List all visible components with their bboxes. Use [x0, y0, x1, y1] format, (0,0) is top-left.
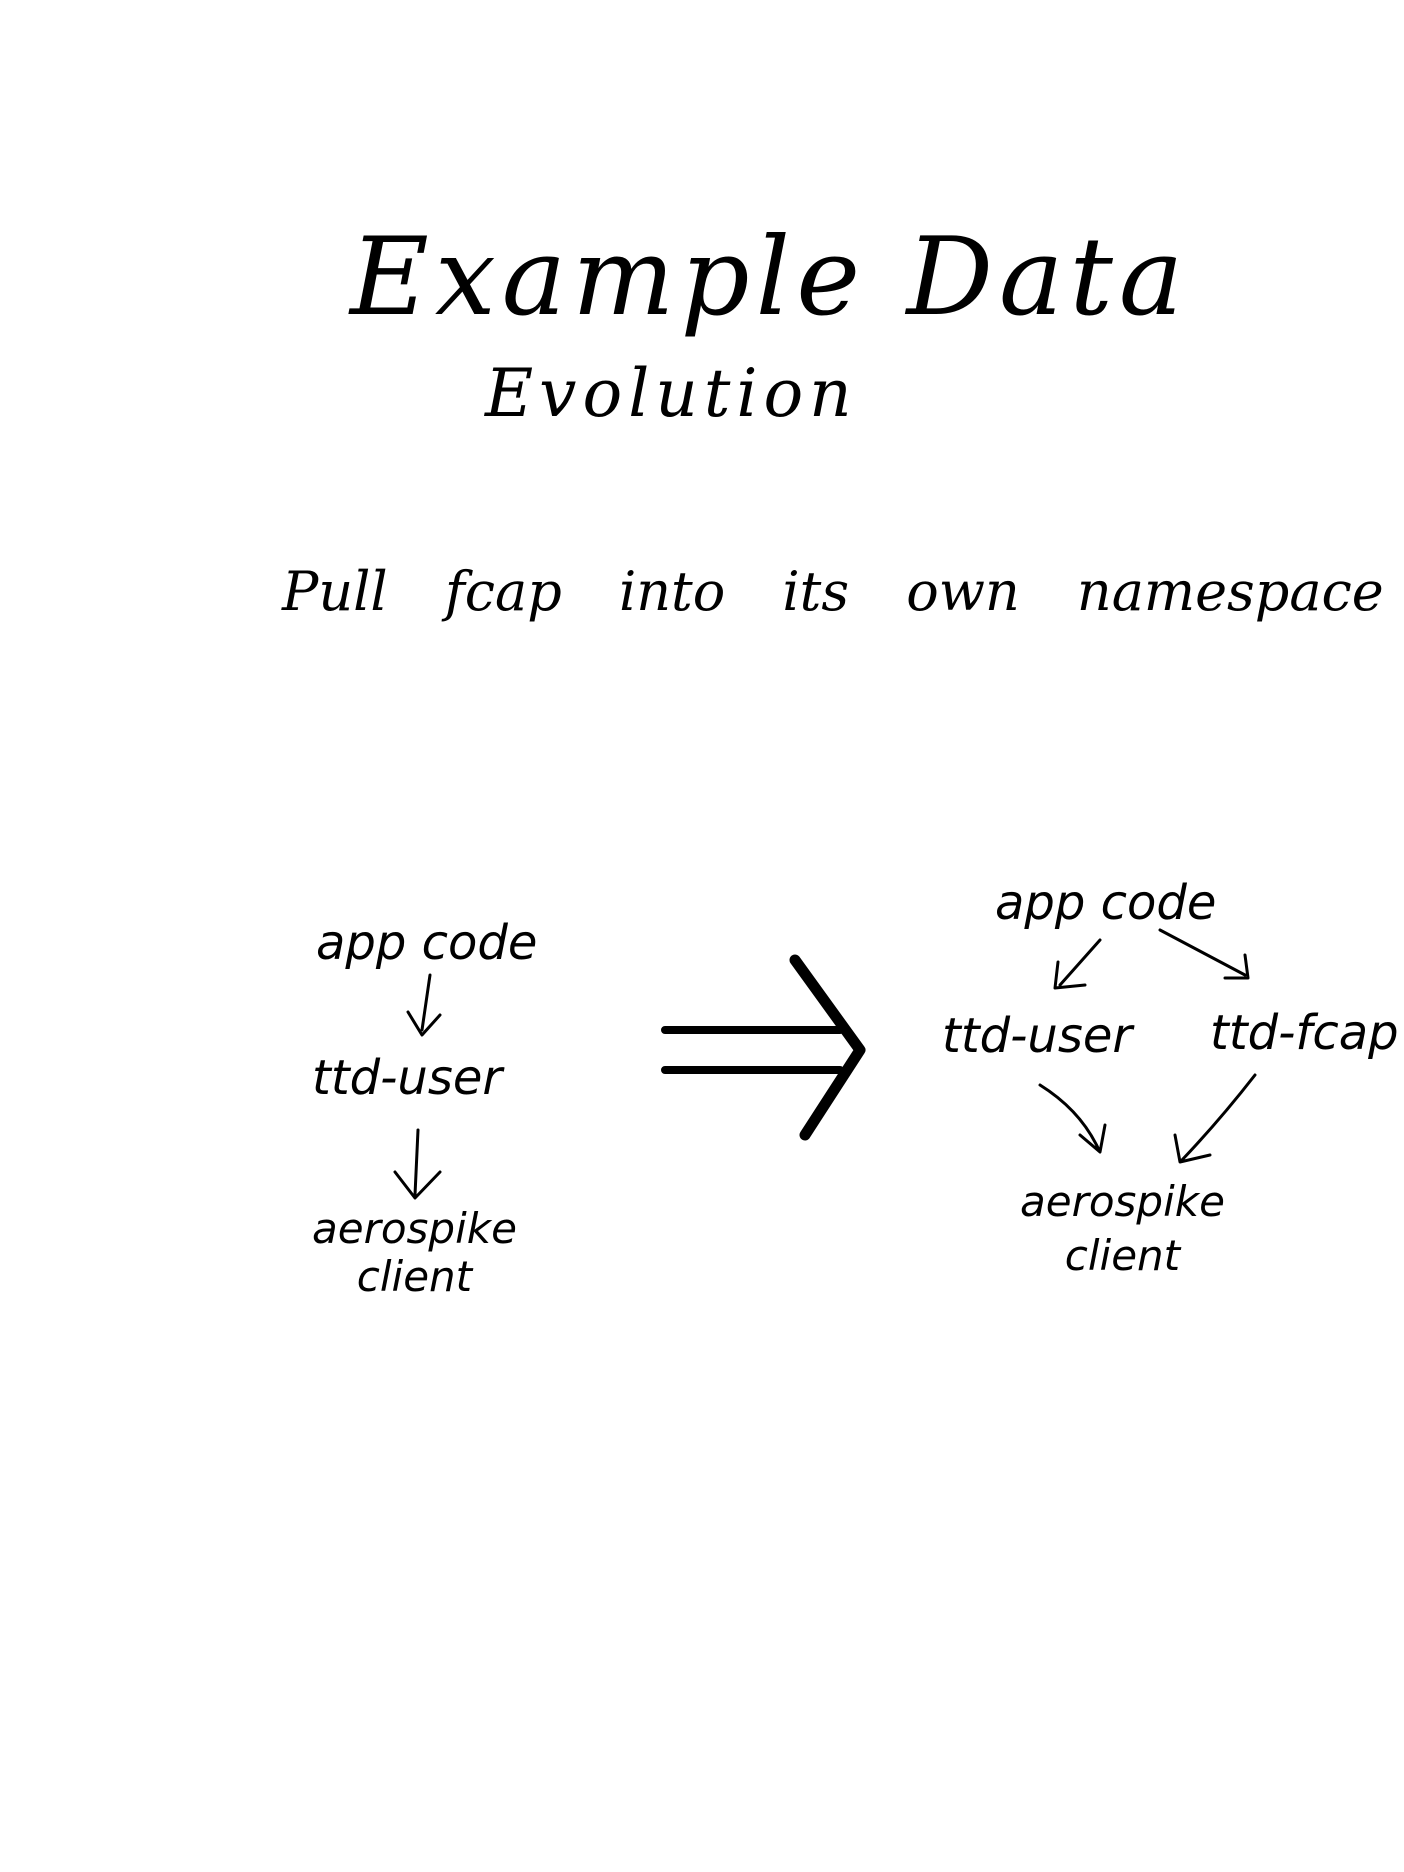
after-ttd-fcap-node: ttd-fcap	[1210, 1005, 1399, 1061]
after-ttd-user-node: ttd-user	[942, 1008, 1133, 1064]
transform-arrow-head	[789, 954, 866, 1141]
after-client-label: client	[1064, 1231, 1181, 1280]
before-arrow-app-to-user	[406, 973, 442, 1037]
before-client-label: client	[356, 1252, 473, 1301]
before-aerospike-label: aerospike	[312, 1204, 517, 1253]
after-app-code-node: app code	[995, 875, 1217, 931]
before-ttd-user-node: ttd-user	[312, 1050, 503, 1106]
before-arrow-user-to-aerospike	[393, 1128, 442, 1200]
before-app-code-node: app code	[316, 915, 538, 971]
after-arrow-fcap-to-aerospike	[1173, 1073, 1257, 1164]
title-line-1: Example Data	[350, 215, 1190, 340]
after-aerospike-client-node: aerospike client	[1020, 1175, 1225, 1283]
title-line-2: Evolution	[485, 355, 858, 432]
after-aerospike-label: aerospike	[1020, 1177, 1225, 1226]
transform-arrow	[661, 1026, 844, 1074]
after-arrow-app-to-user	[1053, 938, 1102, 990]
after-arrow-app-to-fcap	[1158, 928, 1250, 980]
after-arrow-user-to-aerospike	[1038, 1083, 1107, 1154]
before-aerospike-client-node: aerospike client	[312, 1205, 517, 1301]
subtitle: Pull fcap into its own namespace	[282, 560, 1384, 623]
